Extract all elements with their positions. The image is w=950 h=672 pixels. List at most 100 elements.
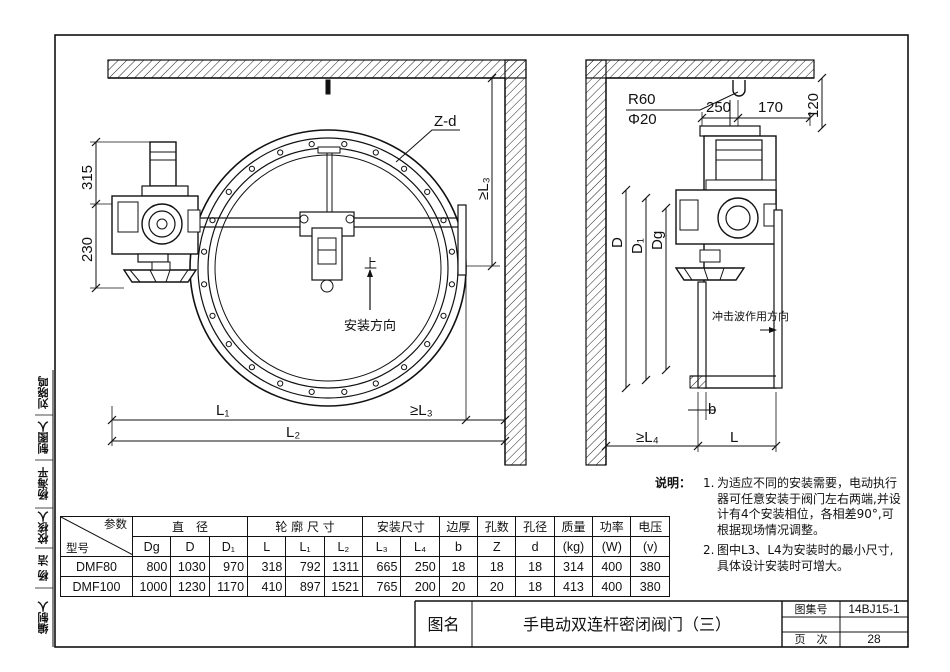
parameter-table: 参数 型号 直 径 轮 廓 尺 寸 安装尺寸 边厚 孔数 孔径 质量 功率 电压… [60,516,670,597]
dim-b: b [708,401,716,418]
atlas-number: 14BJ15-1 [848,602,900,616]
table-cell: 20 [477,576,517,597]
side-ceiling [585,59,815,79]
bolt-hole [440,312,447,319]
table-group-header: 边厚 [438,516,479,537]
dim-L4: ≥L₄ [636,429,659,446]
table-subheader: L₃ [362,536,402,557]
page-number-label: 页 次 [794,633,828,646]
table-subheader: L [247,536,287,557]
table-row: DMF80 800 1030 970 318 792 1311 665 250 … [60,556,670,577]
table-header-row: 参数 型号 直 径 轮 廓 尺 寸 安装尺寸 边厚 孔数 孔径 质量 功率 电压 [60,516,670,557]
dim-L2: L₂ [286,424,300,441]
table-subheader: D₁ [208,536,249,557]
table-cell: 800 [131,556,172,577]
table-subheader: (W) [592,536,632,557]
bolt-hole [401,165,408,172]
table-group-header: 直 径 [131,516,249,537]
table-cell: 665 [362,556,402,577]
bolt-hole [248,165,255,172]
table-subheader: d [515,536,555,557]
dim-L: L [730,429,738,446]
sidebar-role: 编制人 [37,601,50,634]
sidebar-name: 刘晓鸣 [37,376,50,409]
title-name-label: 图名 [427,615,460,634]
table-cell: 765 [362,576,402,597]
dim-120: 120 [805,93,822,118]
bolt-hole [341,141,348,148]
dim-250: 250 [706,99,731,116]
table-subheader: (kg) [553,536,594,557]
side-wall [504,59,527,466]
table-group-header: 功率 [592,516,632,537]
table-subheader: D [170,536,210,557]
table-cell: 318 [247,556,287,577]
table-cell: 792 [285,556,325,577]
dim-D1: D₁ [629,238,646,254]
note-item: 2. 图中L3、L4为安装时的最小尺寸,具体设计安装时可增大。 [703,543,903,574]
bolt-hole [201,248,208,255]
page-number: 28 [867,632,881,646]
table-group-header: 孔数 [477,516,517,537]
table-cell: 1230 [170,576,210,597]
front-view [90,59,527,466]
bolt-hole [277,380,284,387]
table-subheader-row: Dg D D₁ L L₁ L₂ L₃ L₄ b Z d (kg) (W) (v) [61,536,670,557]
table-group-header: 电压 [630,516,670,537]
electric-actuator [111,141,201,283]
bolt-hole [277,149,284,156]
bolt-hole [225,341,232,348]
table-subheader: L₄ [400,536,440,557]
table-cell: 20 [438,576,479,597]
label-Z-d: Z-d [434,113,457,130]
dim-L1: L₁ [216,402,229,419]
table-cell: 1000 [131,576,172,597]
sidebar-name: 杨 洁 [37,555,50,581]
side-view [585,59,827,466]
label-shock-wave-direction: 冲击波作用方向 [712,309,789,323]
sidebar-role: 制图人 [37,421,50,454]
drawing-frame [54,34,909,648]
table-row: DMF100 1000 1230 1170 410 897 1521 765 2… [60,576,670,597]
table-cell: 1030 [170,556,210,577]
ceiling-slab [107,59,527,79]
table-cell: 413 [553,576,594,597]
table-cell: 410 [247,576,287,597]
dim-230: 230 [79,237,96,262]
table-cell: 1170 [208,576,249,597]
table-model-cell: DMF80 [60,556,133,577]
note-number: 2. [703,543,715,557]
bolt-hole [372,380,379,387]
table-corner-cell: 参数 型号 [60,516,133,557]
dim-315: 315 [79,165,96,190]
table-cell: 1521 [323,576,364,597]
note-number: 1. [703,476,715,490]
notes-title: 说明： [655,476,692,490]
table-cell: 18 [477,556,517,577]
bolt-hole [308,141,315,148]
table-cell: 380 [630,556,670,577]
sidebar-lines [35,370,54,647]
sidebar-role: 校核人 [37,511,50,545]
table-subheader: Dg [131,536,172,557]
table-cell: 18 [515,556,555,577]
label-install-direction: 安装方向 [344,318,396,334]
bolt-hole [209,312,216,319]
table-cell: 1311 [323,556,364,577]
bolt-hole [448,281,455,288]
table-cell: 400 [592,556,632,577]
bolt-hole [341,388,348,395]
label-up: 上 [364,257,377,272]
dim-D: D [609,237,626,248]
bolt-hole [424,188,431,195]
table-cell: 18 [515,576,555,597]
note-item: 1. 为适应不同的安装需要，电动执行器可任意安装于阀门左右两端,并设计有4个安装… [703,476,903,538]
atlas-number-label: 图集号 [794,603,828,616]
dim-L3: ≥L₃ [410,402,433,419]
table-subheader: L₂ [323,536,364,557]
table-group-header: 孔径 [515,516,555,537]
dim-L3-vertical: ≥L₃ [475,177,492,200]
table-subheader: b [438,536,479,557]
table-group-header: 质量 [553,516,594,537]
